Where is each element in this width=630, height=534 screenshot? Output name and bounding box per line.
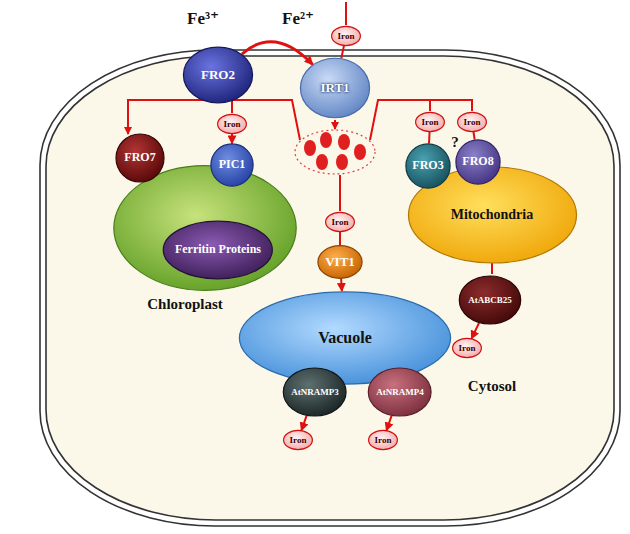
iron-ion: Iron	[283, 430, 313, 450]
nramp4-transporter: AtNRAMP4	[367, 367, 432, 417]
iron-flow-arrow	[386, 416, 391, 431]
shape-fill	[459, 276, 520, 324]
shape-fill	[416, 112, 445, 131]
node-label: Ferritin Proteins	[175, 243, 261, 257]
question-mark: ?	[451, 134, 459, 151]
node-label: PIC1	[219, 158, 246, 172]
node-label: Vacuole	[318, 329, 372, 347]
shape-fill	[211, 144, 253, 186]
shape-fill	[458, 112, 487, 131]
ion-label: Fe²⁺	[282, 8, 314, 29]
node-label: FRO8	[462, 155, 493, 169]
mitochondria-route	[429, 100, 431, 111]
shape-fill	[284, 368, 347, 416]
shape-fill	[114, 166, 296, 291]
node-label: Iron	[459, 343, 476, 353]
iron-particle	[336, 154, 348, 170]
shape-fill	[218, 114, 247, 133]
shape-fill	[453, 338, 482, 357]
shape-fill	[116, 134, 164, 182]
vit1-transporter: VIT1	[317, 245, 363, 279]
node-label: VIT1	[325, 255, 355, 270]
ferritin-protein: Ferritin Proteins	[161, 220, 275, 280]
abcb25-transporter: AtABCB25	[458, 275, 522, 325]
chloroplast-route	[231, 100, 233, 113]
node-label: Chloroplast	[147, 296, 223, 313]
vacuole-route	[339, 175, 341, 211]
vacuole: VacuoleAtNRAMP3AtNRAMP4	[235, 290, 455, 386]
pool-outline	[295, 130, 375, 174]
fro2-enzyme: FRO2	[182, 46, 254, 104]
iron-ion: Iron	[368, 430, 398, 450]
shape-fill	[239, 292, 450, 384]
node-label: Mitochondria	[451, 207, 533, 223]
iron-ion: Iron	[457, 112, 487, 132]
fro7-protein: FRO7	[115, 133, 165, 183]
iron-particle	[304, 140, 316, 156]
iron-flow-arrow	[341, 46, 344, 58]
chloroplast: ChloroplastFRO7PIC1Ferritin Proteins	[110, 163, 300, 293]
iron-particle	[338, 134, 350, 150]
iron-ion: Iron	[415, 112, 445, 132]
node-label: FRO2	[201, 68, 235, 83]
ion-label: Fe³⁺	[187, 8, 219, 29]
fro3-protein: FRO3	[405, 143, 451, 189]
iron-particle	[354, 144, 366, 160]
node-label: AtABCB25	[468, 295, 512, 305]
shape-fill	[332, 26, 361, 45]
node-label: Iron	[375, 435, 392, 445]
shape-fill	[369, 430, 398, 449]
node-label: AtNRAMP3	[291, 387, 339, 397]
iron-flow-arrow	[242, 42, 313, 65]
shape-fill	[456, 140, 500, 184]
node-label: FRO3	[412, 159, 443, 173]
node-label: Iron	[422, 117, 439, 127]
iron-pool	[295, 130, 375, 174]
cell-wall	[40, 50, 620, 526]
irt1-transporter: IRT1	[299, 57, 371, 119]
node-label: Iron	[464, 117, 481, 127]
mitochondrion: MitochondriaFRO3FRO8AtABCB25	[405, 165, 580, 265]
iron-particle	[316, 154, 328, 170]
iron-flow-arrow	[428, 132, 431, 144]
shape-fill	[300, 58, 369, 118]
plasma-membrane	[46, 56, 614, 520]
fro8-protein: FRO8	[455, 139, 501, 185]
node-label: Iron	[338, 31, 355, 41]
shape-fill	[183, 47, 252, 103]
shape-fill	[369, 368, 432, 416]
node-label: Iron	[290, 435, 307, 445]
pic1-protein: PIC1	[210, 143, 254, 187]
iron-ion: Iron	[452, 338, 482, 358]
node-label: FRO7	[124, 151, 155, 165]
iron-particle	[320, 132, 332, 148]
shape-fill	[318, 246, 362, 279]
shape-fill	[284, 430, 313, 449]
uptake-line	[345, 2, 347, 25]
node-label: IRT1	[320, 81, 349, 96]
chloroplast-route	[128, 100, 300, 140]
iron-flow-arrow	[473, 132, 474, 140]
iron-ion: Iron	[217, 114, 247, 134]
shape-fill	[163, 221, 272, 279]
node-label: Iron	[224, 119, 241, 129]
node-label: Iron	[332, 217, 349, 227]
iron-flow-arrow	[231, 134, 233, 144]
nramp3-transporter: AtNRAMP3	[282, 367, 347, 417]
compartment-label: Cytosol	[468, 378, 516, 395]
iron-ion: Iron	[331, 26, 361, 46]
node-label: AtNRAMP4	[376, 387, 424, 397]
iron-flow-arrow	[339, 232, 341, 246]
iron-flow-arrow	[471, 323, 479, 339]
iron-flow-arrow	[340, 279, 343, 291]
iron-flow-arrow	[301, 416, 306, 431]
shape-fill	[406, 144, 450, 188]
iron-ion: Iron	[325, 212, 355, 232]
uptake-line	[334, 120, 336, 129]
shape-fill	[326, 212, 355, 231]
